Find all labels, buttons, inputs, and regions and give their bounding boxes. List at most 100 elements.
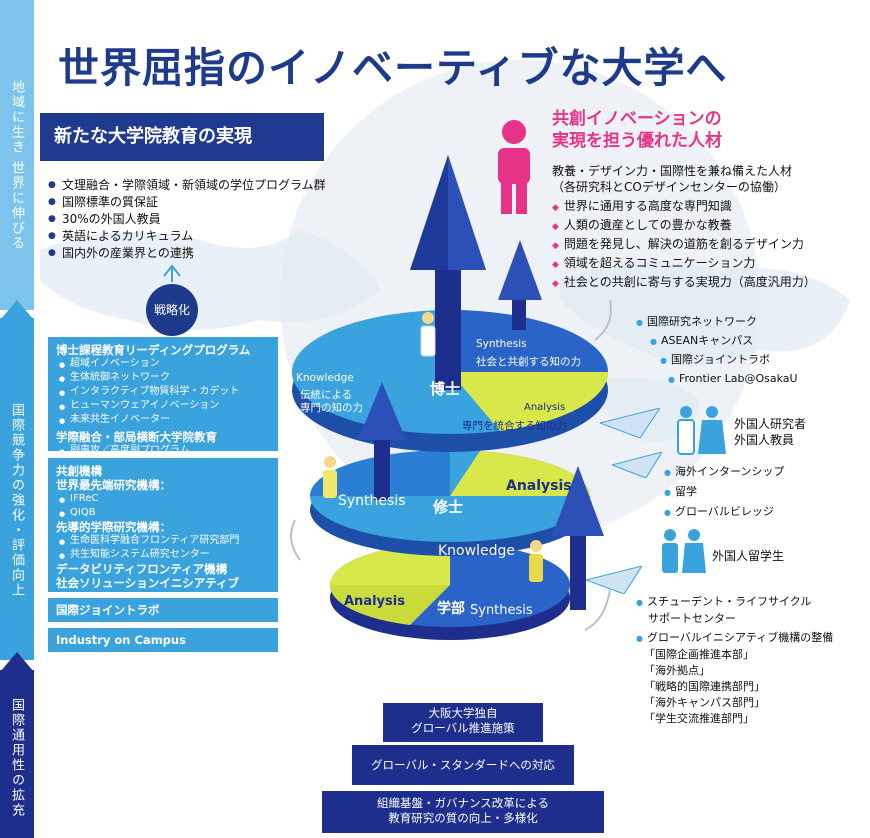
students-icon <box>662 529 706 573</box>
list-item: 「戦略的国際連携部門」 <box>644 680 765 693</box>
panel-industry-label: Industry on Campus <box>56 633 186 647</box>
list-item: IFReC <box>56 492 270 507</box>
list-item: 国内外の産業界との連携 <box>46 245 366 262</box>
foreign-staff-line: 外国人研究者 <box>734 417 807 431</box>
paper-plane-icon <box>612 452 662 478</box>
strategy-badge: 戦略化 <box>146 284 198 336</box>
list-item: 30%の外国人教員 <box>46 211 366 228</box>
sidebar-arrow-top <box>0 300 34 320</box>
sidebar-arrow-bottom <box>0 652 34 672</box>
support-center: スチューデント・ライフサイクル サポートセンター <box>636 594 811 627</box>
sidebar-bottom-label: 国際通用性の拡充 <box>9 698 24 818</box>
person-icon-bachelor <box>529 540 543 582</box>
list-item: 「海外拠点」 <box>644 664 710 677</box>
tier-bachelor <box>329 543 570 640</box>
talent-subtitle: 教養・デザイン力・国際性を兼ね備えた人材 （各研究科とCOデザインセンターの協働… <box>552 163 792 195</box>
foreign-staff-line: 外国人教員 <box>734 433 795 447</box>
panel1-heading: 博士課程教育リーディングプログラム <box>56 343 251 357</box>
stair-line: グローバル推進施策 <box>411 721 515 735</box>
list-item: 世界に通用する高度な専門知識 <box>552 198 816 217</box>
stair-top: 大阪大学独自 グローバル推進施策 <box>383 703 543 742</box>
panel-joint-lab-label: 国際ジョイントラボ <box>56 603 160 617</box>
left-header: 新たな大学院教育の実現 <box>40 113 322 161</box>
stair-line: グローバル・スタンダードへの対応 <box>371 758 555 772</box>
list-item: QIQB <box>56 506 270 521</box>
note-line: 専門の知の力 <box>300 402 363 414</box>
paper-plane-icon <box>586 566 642 594</box>
person-pink-icon <box>498 120 530 214</box>
left-header-arrow <box>300 113 324 161</box>
top-knowledge-label: Knowledge <box>296 372 354 384</box>
note-line: 伝統による <box>300 389 353 401</box>
panel-joint-lab: 国際ジョイントラボ <box>48 598 278 622</box>
foreign-students: 外国人留学生 <box>712 549 785 563</box>
low-synthesis-label: Synthesis <box>470 603 533 618</box>
panel-industry: Industry on Campus <box>48 628 278 652</box>
list-item: 「海外キャンパス部門」 <box>644 696 765 709</box>
stair-line: 組織基盤・ガバナンス改革による <box>377 796 549 810</box>
list-item: 人類の遺産としての豊かな教養 <box>552 217 816 236</box>
list-item: 副専攻／高度副プログラム <box>56 444 270 459</box>
cycle-arrow-icon <box>594 299 612 341</box>
arrow-middle-left <box>358 382 406 500</box>
list-item: 領域を超えるコミュニケーション力 <box>552 255 816 274</box>
foreign-staff: 外国人研究者 外国人教員 <box>734 416 806 448</box>
talent-subtitle-line: （各研究科とCOデザインセンターの協働） <box>552 180 786 194</box>
list-item: 「国際企画推進本部」 <box>644 648 754 661</box>
talent-list: 世界に通用する高度な専門知識 人類の遺産としての豊かな教養 問題を発見し、解決の… <box>552 198 816 293</box>
sidebar-bottom: 国際通用性の拡充 <box>0 670 34 838</box>
list-item: 文理融合・学際領域・新領域の学位プログラム群 <box>46 177 366 194</box>
panel2-heading-5: 社会ソリューションイニシアティブ <box>56 576 240 590</box>
low-analysis-label: Analysis <box>344 594 405 609</box>
tier-doctor-label: 博士 <box>430 380 461 398</box>
arrow-lower-right <box>552 466 604 610</box>
top-synthesis-label: Synthesis <box>476 338 527 350</box>
panel1-heading-2: 学際融合・部局横断大学院教育 <box>56 430 217 444</box>
talent-subtitle-line: 教養・デザイン力・国際性を兼ね備えた人材 <box>552 164 793 178</box>
talent-header-line: 実現を担う優れた人材 <box>552 131 722 151</box>
mid-knowledge-label: Knowledge <box>438 543 515 559</box>
global-org-heading: グローバルイニシアティブ機構の整備 <box>636 630 833 647</box>
sidebar-middle-label: 国際競争力の強化・評価向上 <box>9 403 24 598</box>
spiral-diagram <box>290 155 612 640</box>
left-bullet-list: 文理融合・学際領域・新領域の学位プログラム群 国際標準の質保証 30%の外国人教… <box>46 177 366 262</box>
person-icon-doctor <box>420 312 436 357</box>
up-arrow-icon <box>163 264 181 282</box>
list-item: 共生知能システム研究センター <box>56 548 270 563</box>
person-icon-master <box>323 456 337 498</box>
network-item: ASEANキャンパス <box>650 333 753 350</box>
top-analysis-label: Analysis <box>524 402 566 413</box>
list-item: 問題を発見し、解決の道筋を創るデザイン力 <box>552 236 816 255</box>
mid-synthesis-label: Synthesis <box>338 493 406 509</box>
list-item: ヒューマンウェアイノベーション <box>56 399 270 414</box>
researcher-icons <box>677 406 726 455</box>
tier-master-label: 修士 <box>433 498 464 516</box>
exchange-item: グローバルビレッジ <box>664 504 774 521</box>
list-item: 国際標準の質保証 <box>46 194 366 211</box>
page-title: 世界屈指のイノベーティブな大学へ <box>58 44 728 92</box>
support-line: サポートセンター <box>648 612 736 625</box>
panel2-heading-2: 世界最先端研究機構： <box>56 478 171 492</box>
talent-header: 共創イノベーションの 実現を担う優れた人材 <box>552 108 722 152</box>
mid-analysis-label: Analysis <box>506 478 572 494</box>
panel2-heading-4: データビリティフロンティア機構 <box>56 562 228 576</box>
list-item: 「学生交流推進部門」 <box>644 712 754 725</box>
arrow-upper-right <box>498 240 542 330</box>
arrow-main <box>410 155 486 390</box>
exchange-item: 留学 <box>664 484 697 501</box>
cycle-arrow-icon <box>290 519 301 561</box>
global-org: グローバルイニシアティブ機構の整備 「国際企画推進本部」 「海外拠点」 「戦略的… <box>636 630 833 727</box>
exchange-item: 海外インターンシップ <box>664 464 784 481</box>
list-item: インタラクティブ物質科学・カデット <box>56 385 270 400</box>
panel-research-orgs: 共創機構 世界最先端研究機構： IFReC QIQB 先導的学際研究機構： 生命… <box>48 458 278 592</box>
tier-bachelor-label: 学部 <box>437 601 465 617</box>
paper-plane-icon <box>600 408 660 438</box>
list-item: 社会との共創に寄与する実現力（高度汎用力） <box>552 274 816 293</box>
cycle-arrow-icon <box>584 589 611 631</box>
sidebar-middle: 国際競争力の強化・評価向上 <box>0 318 34 660</box>
support-line: スチューデント・ライフサイクル <box>636 594 811 611</box>
list-item: 超域イノベーション <box>56 357 270 372</box>
list-item: 生体統御ネットワーク <box>56 371 270 386</box>
network-item: 国際研究ネットワーク <box>636 314 757 331</box>
panel2-heading: 共創機構 <box>56 464 102 478</box>
